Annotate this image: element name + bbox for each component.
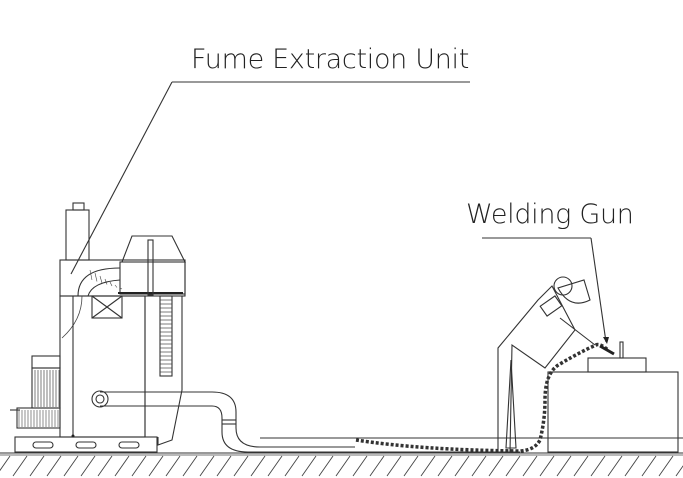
- hatch-line: [165, 455, 181, 477]
- hatch-line: [284, 455, 300, 477]
- hose-bottom: [100, 405, 520, 453]
- base-slot-2: [75, 441, 97, 449]
- workbench: [547, 341, 679, 453]
- internal-duct-outer: [77, 267, 121, 297]
- motor-fins: [34, 370, 60, 407]
- welder-forearm: [559, 317, 596, 346]
- duct-rib: [89, 269, 93, 281]
- base-plate: [14, 436, 158, 453]
- hatch-line: [182, 455, 198, 477]
- welding-torch: [599, 344, 615, 356]
- hatch-line: [437, 455, 453, 477]
- duct-rib: [114, 284, 118, 288]
- drain-point: [71, 434, 75, 438]
- floor: [0, 452, 683, 477]
- workpiece: [587, 357, 647, 373]
- hatch-line: [233, 455, 249, 477]
- hatch-line: [216, 455, 232, 477]
- base-slot-3: [118, 441, 140, 449]
- hatch-line: [386, 455, 402, 477]
- hatch-line: [403, 455, 419, 477]
- duct-ribs: [89, 269, 123, 290]
- duct-rib: [99, 275, 103, 284]
- hatch-line: [63, 455, 79, 477]
- hatch-line: [539, 455, 555, 477]
- hatch-line: [573, 455, 589, 477]
- hatch-line: [301, 455, 317, 477]
- hatch-line: [352, 455, 368, 477]
- access-panel: [91, 295, 123, 319]
- hatch-line: [131, 455, 147, 477]
- duct-rib: [104, 278, 108, 285]
- hatch-line: [641, 455, 657, 477]
- hatch-line: [369, 455, 385, 477]
- duct-rib: [94, 272, 98, 282]
- hatch-line: [80, 455, 96, 477]
- hatch-line: [29, 455, 45, 477]
- hopper: [145, 295, 183, 446]
- hatch-line: [488, 455, 504, 477]
- hatch-line: [12, 455, 28, 477]
- hatch-line: [505, 455, 521, 477]
- filter-ribs: [160, 299, 172, 373]
- inlet-elbow-outer: [91, 390, 109, 408]
- hatch-line: [335, 455, 351, 477]
- blower-fins: [18, 410, 59, 427]
- duct-rib: [109, 281, 113, 287]
- hatch-line: [114, 455, 130, 477]
- welding-gun-label: Welding Gun: [466, 199, 634, 230]
- welder-leg: [505, 359, 517, 449]
- hatch-line: [471, 455, 487, 477]
- hatch-line: [267, 455, 283, 477]
- hatch-line: [250, 455, 266, 477]
- welding-helmet: [557, 279, 591, 304]
- blower: [16, 407, 61, 429]
- hatch-line: [199, 455, 215, 477]
- fume-extraction-unit-label: Fume Extraction Unit: [191, 44, 470, 75]
- hatch-line: [97, 455, 113, 477]
- rod: [147, 239, 154, 296]
- hatch-line: [46, 455, 62, 477]
- hatch-line: [318, 455, 334, 477]
- hatch-line: [607, 455, 623, 477]
- hatch-line: [148, 455, 164, 477]
- welder-arm: [539, 295, 563, 317]
- floor-hatching: [0, 455, 683, 477]
- hatch-line: [454, 455, 470, 477]
- fume-leader: [70, 81, 173, 275]
- internal-duct-inner: [87, 279, 121, 297]
- welding-torch-cable: [355, 342, 615, 453]
- duct-rib: [119, 287, 123, 290]
- motor-cap: [31, 355, 61, 369]
- hatch-line: [0, 455, 11, 472]
- fume-extraction-unit: [10, 202, 186, 453]
- hatch-line: [675, 465, 683, 477]
- workbench-body: [547, 371, 679, 453]
- workpiece-rod: [619, 341, 624, 359]
- leader-lines: [70, 81, 609, 344]
- hatch-line: [556, 455, 572, 477]
- internal-curve: [61, 295, 83, 339]
- hatch-line: [590, 455, 606, 477]
- gun-leader: [590, 237, 607, 343]
- welder-body: [497, 285, 576, 453]
- gun-leader-arrow: [603, 337, 609, 344]
- hatch-line: [624, 455, 640, 477]
- chimney-cap: [72, 202, 85, 211]
- panel-cross-2: [91, 295, 123, 319]
- exhaust-chimney: [65, 209, 90, 261]
- hatch-line: [420, 455, 436, 477]
- base-slot-1: [32, 441, 54, 449]
- hatch-line: [522, 455, 538, 477]
- extraction-hose: [100, 391, 683, 453]
- torch-cable: [355, 342, 610, 453]
- inlet-elbow-inner: [95, 394, 105, 404]
- welder-operator: [497, 276, 596, 453]
- hatch-line: [658, 455, 674, 477]
